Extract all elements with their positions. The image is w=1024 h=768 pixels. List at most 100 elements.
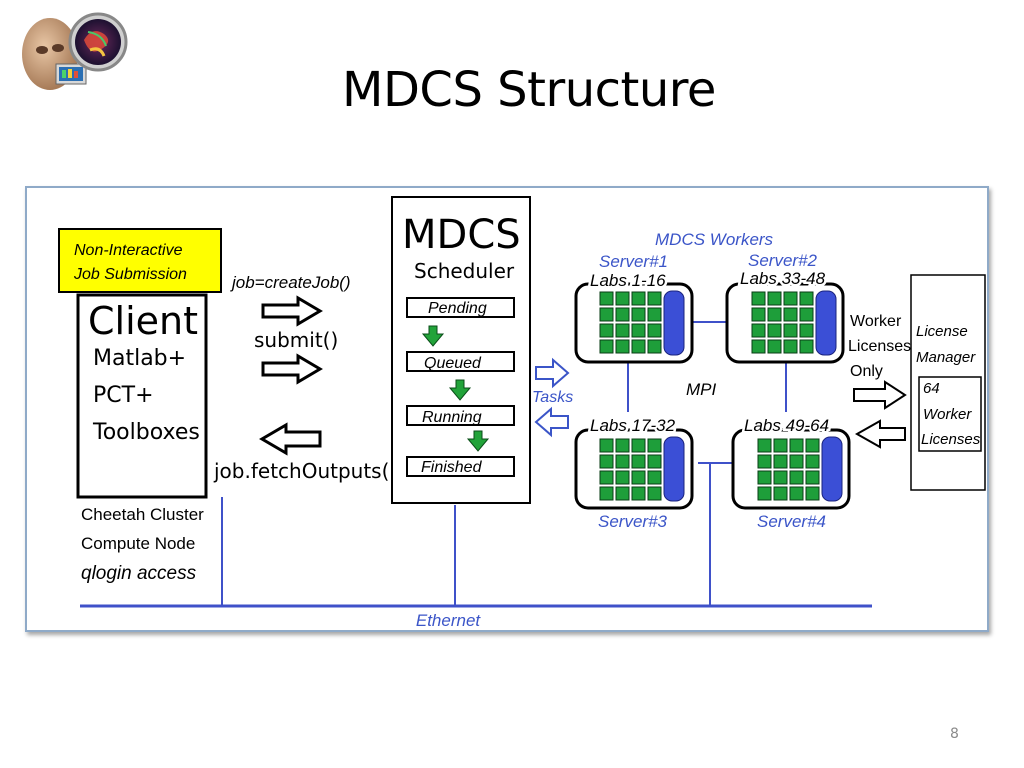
license-arrow-to-manager <box>853 380 907 410</box>
fetch-outputs-label: job.fetchOutputs() <box>213 459 397 483</box>
lab-cell <box>631 454 646 469</box>
tasks-arrow-out <box>535 357 570 389</box>
lab-cell <box>599 323 614 338</box>
license-manager-box: License Manager 64 Worker Licenses <box>910 274 986 491</box>
logo-image <box>22 12 128 90</box>
mpi-label: MPI <box>686 380 717 399</box>
submit-arrow <box>261 353 323 385</box>
lab-cell <box>631 438 646 453</box>
state-queued: Queued <box>424 355 482 372</box>
state-arrow-3 <box>466 430 490 452</box>
tasks-arrow-in <box>534 406 569 438</box>
create-job-label: job=createJob() <box>230 273 351 292</box>
lab-cell <box>599 339 614 354</box>
callout-line-1: Non-Interactive <box>74 242 183 259</box>
state-running-box <box>406 405 515 426</box>
client-software-1: PCT+ <box>93 383 154 408</box>
server-4-labs: Labs 49-64 <box>744 416 829 435</box>
lab-cell <box>615 307 630 322</box>
state-finished: Finished <box>421 459 483 476</box>
server-4: Labs 49-64 Server#4 <box>731 414 851 531</box>
server-4-name: Server#4 <box>757 512 826 531</box>
lab-cell <box>647 323 662 338</box>
workers-title: MDCS Workers <box>655 230 774 249</box>
license-count-line-1: 64 <box>923 380 940 397</box>
lab-cell <box>783 339 798 354</box>
lab-cell <box>789 454 804 469</box>
lab-cell <box>783 323 798 338</box>
client-node-line-3: qlogin access <box>81 563 197 584</box>
lab-cell <box>767 339 782 354</box>
lab-cell <box>615 339 630 354</box>
state-pending-box <box>406 297 515 318</box>
ethernet-label: Ethernet <box>416 611 482 630</box>
lab-cell <box>647 486 662 501</box>
lab-cell <box>767 291 782 306</box>
lab-cell <box>773 470 788 485</box>
server-1-name: Server#1 <box>599 252 668 271</box>
worker-licenses-line-2: Licenses <box>848 338 911 355</box>
lab-cell <box>805 454 820 469</box>
create-job-arrow <box>261 295 323 327</box>
license-manager-line-1: License <box>916 323 968 340</box>
lab-cell <box>599 454 614 469</box>
client-heading: Client <box>88 299 198 343</box>
lab-cell <box>751 323 766 338</box>
lab-cell <box>757 486 772 501</box>
page-number: 8 <box>950 726 959 742</box>
client-box: Client Matlab+ PCT+ Toolboxes <box>76 293 208 499</box>
lab-cell <box>799 323 814 338</box>
server-3-lab-grid <box>599 438 662 501</box>
lab-cell <box>789 486 804 501</box>
lab-cell <box>767 323 782 338</box>
lab-cell <box>647 454 662 469</box>
lab-cell <box>599 291 614 306</box>
submit-label: submit() <box>254 328 338 352</box>
license-arrow-from-manager <box>854 419 906 449</box>
state-arrow-1 <box>421 325 445 347</box>
tasks-label: Tasks <box>532 389 573 406</box>
lab-cell <box>615 438 630 453</box>
server-1: Server#1 Labs 1-16 <box>574 252 694 364</box>
lab-cell <box>805 470 820 485</box>
state-queued-box <box>406 351 515 372</box>
lab-cell <box>647 339 662 354</box>
lab-cell <box>631 307 646 322</box>
lab-cell <box>783 307 798 322</box>
server-3-labs: Labs 17-32 <box>590 416 676 435</box>
server-2-name: Server#2 <box>748 251 818 270</box>
lab-cell <box>757 454 772 469</box>
lab-cell <box>599 438 614 453</box>
server-3: Labs 17-32 Server#3 <box>574 414 694 531</box>
fetch-outputs-arrow <box>259 422 322 456</box>
state-arrow-2 <box>448 379 472 401</box>
client-software-2: Toolboxes <box>92 420 200 445</box>
server-1-lab-grid <box>599 291 662 354</box>
ethernet-network <box>80 321 872 608</box>
client-callout: Non-Interactive Job Submission <box>58 228 222 293</box>
lab-cell <box>647 291 662 306</box>
lab-cell <box>647 470 662 485</box>
state-finished-box <box>406 456 515 477</box>
server-4-lab-grid <box>757 438 820 501</box>
lab-cell <box>751 339 766 354</box>
lab-cell <box>799 307 814 322</box>
scheduler-title: MDCS <box>402 212 521 258</box>
lab-cell <box>647 438 662 453</box>
server-3-name: Server#3 <box>598 512 668 531</box>
worker-licenses-line-3: Only <box>850 363 883 380</box>
scheduler-box: MDCS Scheduler Pending Queued Running Fi… <box>391 196 531 504</box>
lab-cell <box>757 438 772 453</box>
lab-cell <box>631 470 646 485</box>
lab-cell <box>799 291 814 306</box>
server-2: Server#2 Labs 33-48 <box>725 251 845 364</box>
server-2-lab-grid <box>751 291 814 354</box>
lab-cell <box>615 454 630 469</box>
lab-cell <box>789 438 804 453</box>
worker-licenses-line-1: Worker <box>850 313 902 330</box>
lab-cell <box>805 486 820 501</box>
lab-cell <box>757 470 772 485</box>
lab-cell <box>615 291 630 306</box>
scheduler-subtitle: Scheduler <box>414 259 515 283</box>
